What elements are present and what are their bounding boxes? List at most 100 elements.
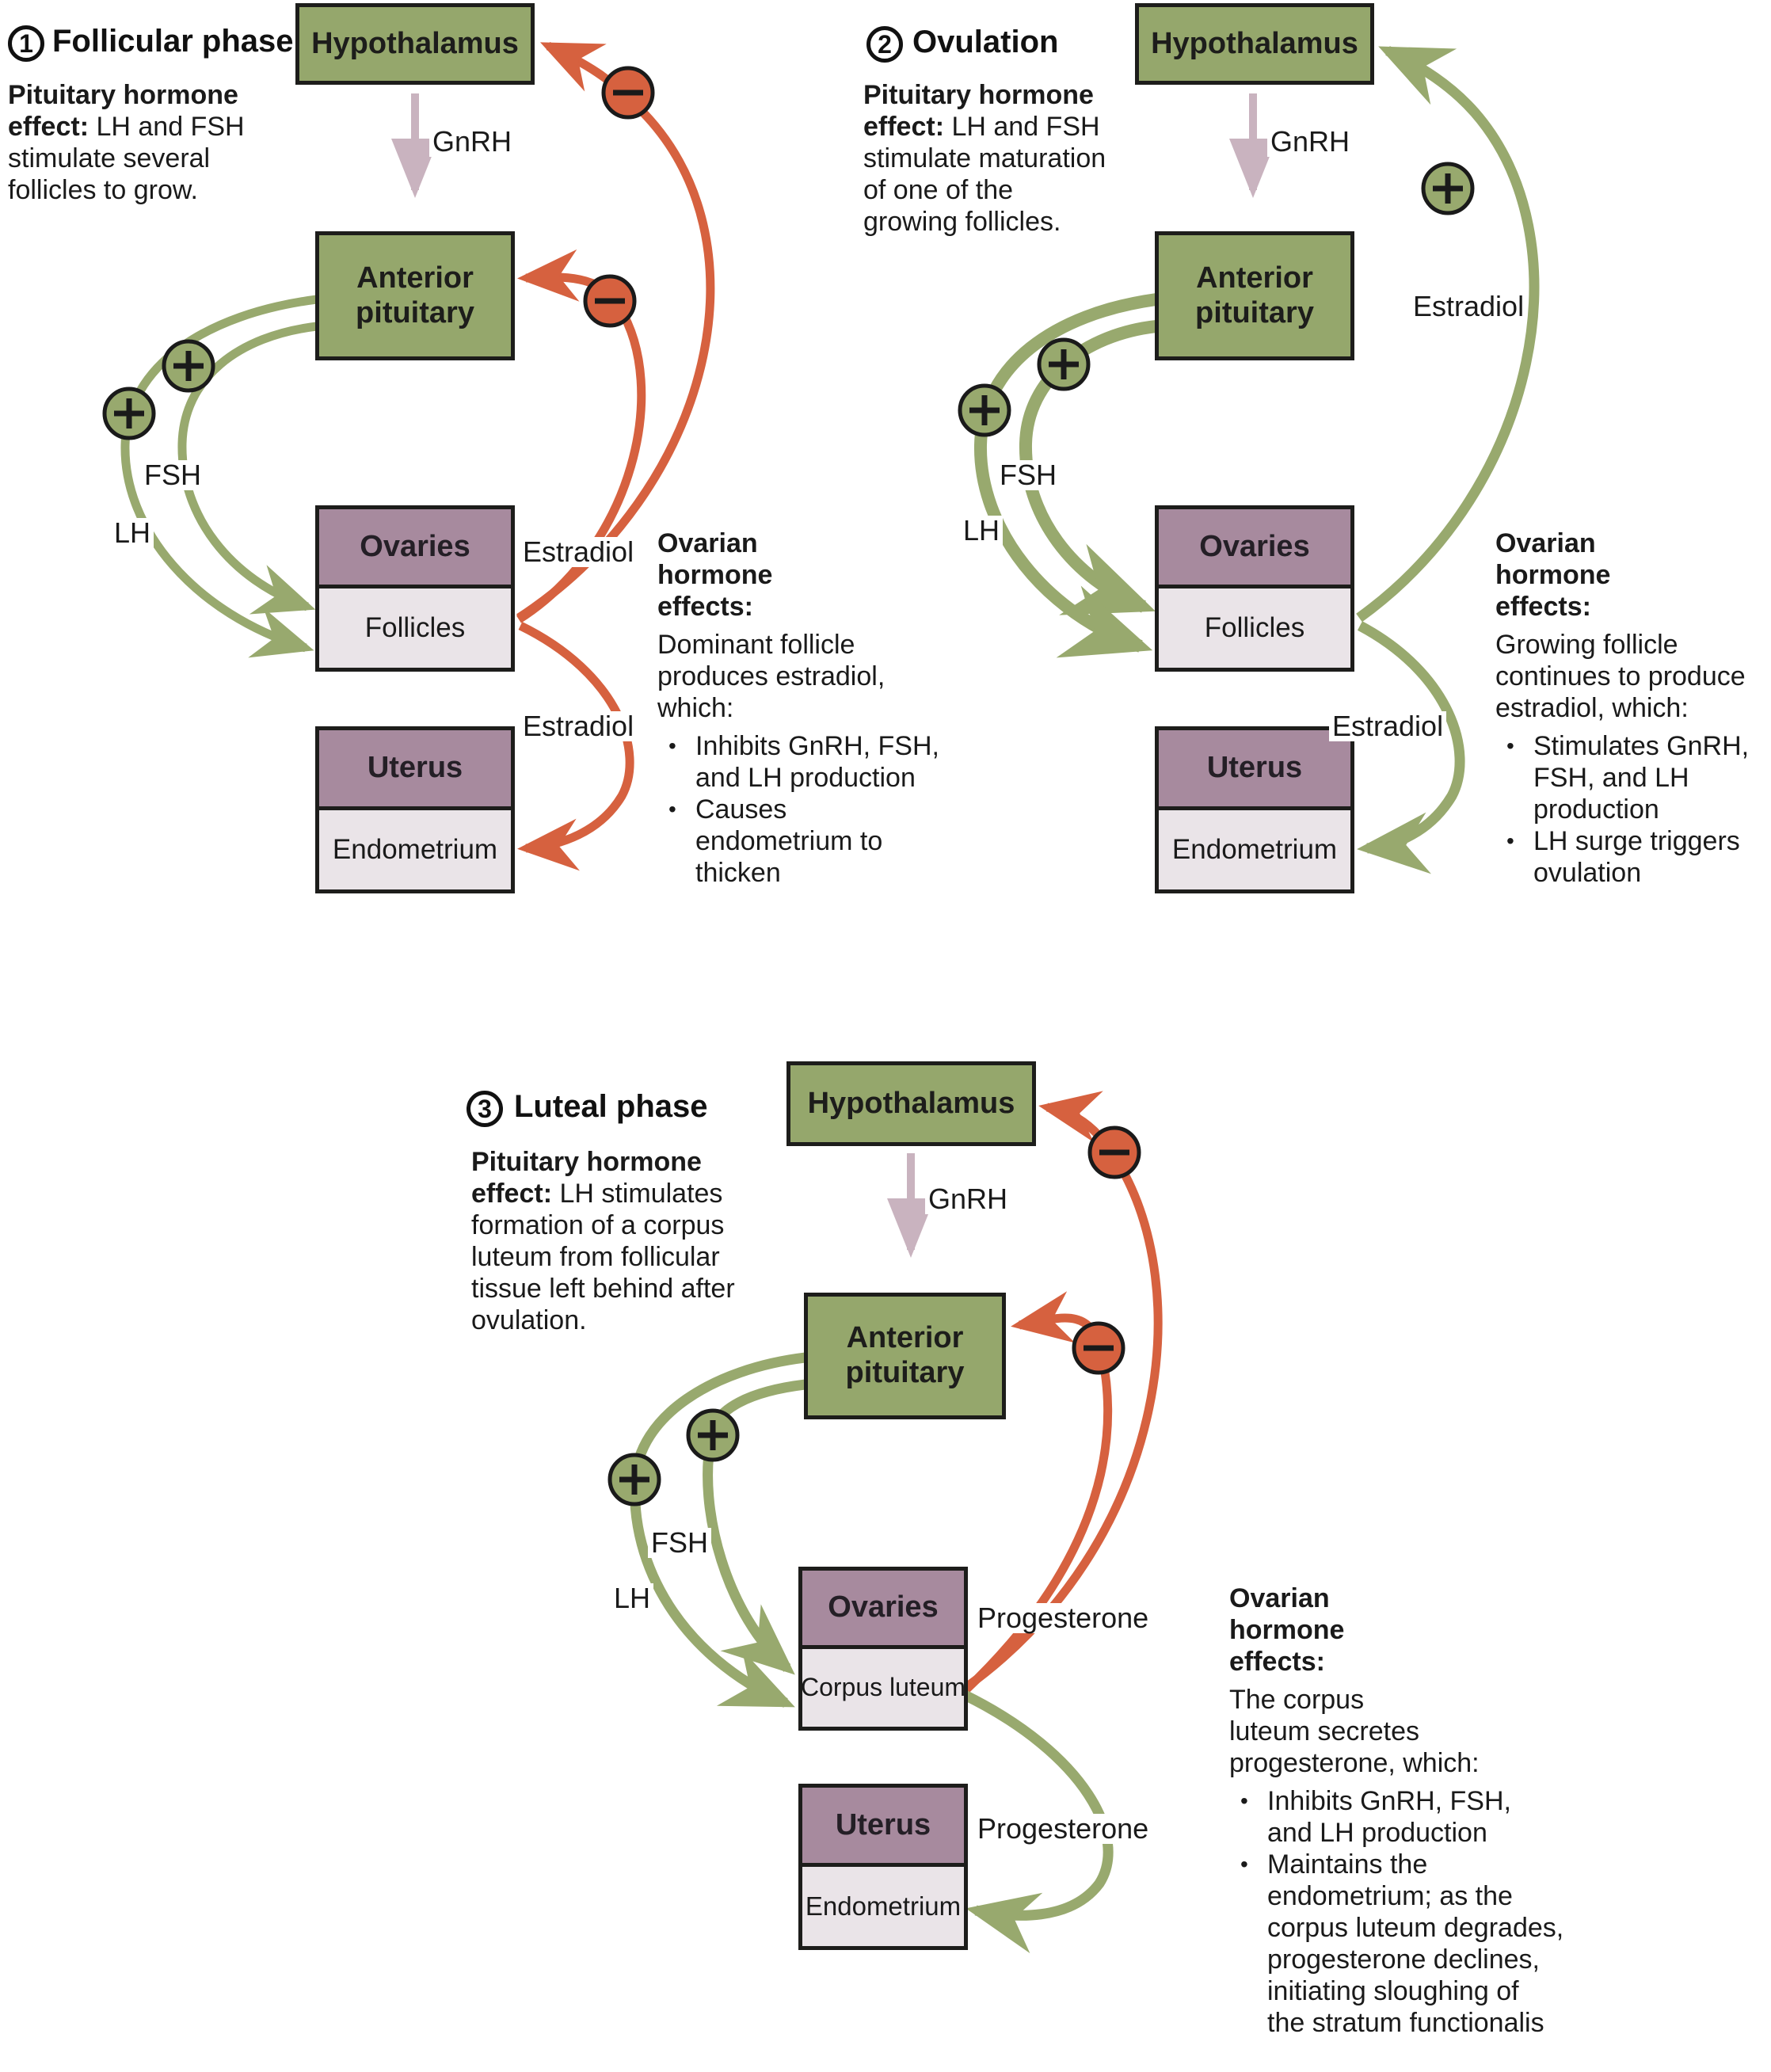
bullet-icon: • <box>1506 733 1514 758</box>
plus-icon <box>1037 337 1091 391</box>
ovaries-box-p3: Ovaries <box>802 1571 964 1649</box>
anterior-pituitary-box-p3: Anterior pituitary <box>804 1293 1006 1419</box>
hypothalamus-box-p2: Hypothalamus <box>1135 3 1374 85</box>
bullet-icon: • <box>668 733 676 758</box>
phase-2-effect-lead: Pituitary hormone effect: <box>863 80 1094 142</box>
phase-1-effect-lead: Pituitary hormone effect: <box>8 80 238 142</box>
gnrh-label-p2: GnRH <box>1267 127 1354 157</box>
phase-3-title: Luteal phase <box>514 1089 708 1124</box>
phase-3-number-badge: 3 <box>467 1091 503 1127</box>
ovary-organ-p1: Ovaries Follicles <box>315 505 515 672</box>
corpus-luteum-box-p3: Corpus luteum <box>800 1673 966 1702</box>
ovarian-effects-heading-p2: Ovarian hormone effects: <box>1495 528 1611 622</box>
endometrium-box-p3: Endometrium <box>805 1891 962 1921</box>
bullet-text: LH surge triggers ovulation <box>1533 826 1740 888</box>
endometrium-box-p2: Endometrium <box>1171 833 1338 865</box>
anterior-pituitary-box-p1: Anterior pituitary <box>315 231 515 360</box>
bullet-icon: • <box>668 797 676 821</box>
list-item: • Stimulates GnRH, FSH, and LH production <box>1506 730 1771 825</box>
estradiol-up-label-p1: Estradiol <box>520 537 638 567</box>
list-item: • LH surge triggers ovulation <box>1506 825 1771 889</box>
uterus-box-p3: Uterus <box>802 1788 964 1867</box>
gnrh-label-p1: GnRH <box>429 127 516 157</box>
estradiol-to-endometrium-arrow-p1 <box>517 622 634 871</box>
ovary-organ-p3: Ovaries Corpus luteum <box>798 1567 968 1731</box>
plus-icon <box>1421 162 1475 215</box>
estradiol-up-label-p2: Estradiol <box>1410 291 1528 322</box>
hypothalamus-box-p1: Hypothalamus <box>295 3 535 85</box>
anterior-pituitary-box-p2: Anterior pituitary <box>1155 231 1354 360</box>
endometrium-box-p1: Endometrium <box>332 833 498 865</box>
lh-label-p2: LH <box>960 516 1004 546</box>
progesterone-down-label-p3: Progesterone <box>974 1814 1152 1844</box>
phase-3-pituitary-effect-text: Pituitary hormone effect: LH stimulates … <box>471 1146 812 1336</box>
lh-arrow-p2 <box>973 293 1158 658</box>
ovaries-box-p1: Ovaries <box>319 509 511 588</box>
hypothalamus-box-p3: Hypothalamus <box>786 1061 1036 1146</box>
ovary-organ-p2: Ovaries Follicles <box>1155 505 1354 672</box>
estradiol-down-label-p1: Estradiol <box>520 711 638 741</box>
lh-arrow-p1 <box>120 295 318 658</box>
estradiol-negative-feedback-to-pituitary-p1 <box>516 249 646 623</box>
lh-label-p1: LH <box>111 518 154 548</box>
lh-label-p3: LH <box>611 1583 654 1613</box>
bullet-text: Causes endometrium to thicken <box>695 794 883 888</box>
bullet-text: Inhibits GnRH, FSH, and LH production <box>695 731 939 793</box>
uterus-box-p1: Uterus <box>319 730 511 810</box>
progesterone-to-endometrium-arrow-p3 <box>962 1690 1114 1954</box>
bullet-icon: • <box>1506 828 1514 853</box>
phase-2-title: Ovulation <box>912 25 1059 59</box>
fsh-label-p2: FSH <box>996 460 1060 490</box>
uterus-organ-p3: Uterus Endometrium <box>798 1784 968 1950</box>
fsh-arrow-p1 <box>177 322 318 615</box>
estradiol-negative-feedback-to-hypothalamus-p1 <box>516 42 715 622</box>
phase-2-effect-body: LH and FSH stimulate maturation of one o… <box>863 112 1106 237</box>
estradiol-down-label-p2: Estradiol <box>1329 711 1447 741</box>
list-item: • Maintains the endometrium; as the corpu… <box>1240 1849 1594 2039</box>
ovarian-effects-bullets-p2: • Stimulates GnRH, FSH, and LH production… <box>1495 730 1771 889</box>
ovarian-effects-bullets-p3: • Inhibits GnRH, FSH, and LH production •… <box>1229 1785 1594 2039</box>
uterus-box-p2: Uterus <box>1159 730 1350 810</box>
ovarian-effects-body-p3: The corpus luteum secretes progesterone,… <box>1229 1685 1480 1778</box>
fsh-label-p3: FSH <box>648 1528 711 1558</box>
minus-icon <box>583 274 637 328</box>
phase-1-title: Follicular phase <box>52 24 294 59</box>
phase-1-effect-body: LH and FSH stimulate several follicles t… <box>8 112 245 205</box>
phase-1-number-badge: 1 <box>8 25 44 62</box>
uterus-organ-p1: Uterus Endometrium <box>315 726 515 893</box>
ovaries-box-p2: Ovaries <box>1159 509 1350 588</box>
list-item: • Inhibits GnRH, FSH, and LH production <box>668 730 990 794</box>
gnrh-label-p3: GnRH <box>925 1184 1011 1214</box>
bullet-text: Stimulates GnRH, FSH, and LH production <box>1533 731 1750 825</box>
phase-2-pituitary-effect-text: Pituitary hormone effect: LH and FSH sti… <box>863 79 1156 238</box>
progesterone-negative-feedback-to-hypothalamus-p3 <box>963 1091 1163 1691</box>
ovarian-effects-body-p1: Dominant follicle produces estradiol, wh… <box>657 630 886 723</box>
follicles-box-p1: Follicles <box>364 612 466 643</box>
bullet-text: Maintains the endometrium; as the corpus… <box>1267 1849 1564 2038</box>
list-item: • Inhibits GnRH, FSH, and LH production <box>1240 1785 1594 1849</box>
progesterone-up-label-p3: Progesterone <box>974 1603 1152 1633</box>
bullet-icon: • <box>1240 1788 1248 1813</box>
minus-icon <box>1087 1126 1141 1179</box>
ovarian-effects-heading-p1: Ovarian hormone effects: <box>657 528 773 622</box>
uterus-organ-p2: Uterus Endometrium <box>1155 726 1354 893</box>
phase-3-effect-lead: Pituitary hormone effect: <box>471 1147 702 1209</box>
estradiol-to-endometrium-arrow-p2 <box>1357 621 1465 874</box>
bullet-text: Inhibits GnRH, FSH, and LH production <box>1267 1786 1511 1848</box>
phase-3-effect-body: LH stimulates formation of a corpus lute… <box>471 1179 735 1335</box>
list-item: • Causes endometrium to thicken <box>668 794 990 889</box>
bullet-icon: • <box>1240 1852 1248 1876</box>
phase-1-pituitary-effect-text: Pituitary hormone effect: LH and FSH sti… <box>8 79 293 206</box>
ovarian-effects-heading-p3: Ovarian hormone effects: <box>1229 1583 1345 1677</box>
plus-icon <box>686 1408 740 1462</box>
plus-icon <box>102 387 156 440</box>
minus-icon <box>1072 1321 1125 1375</box>
phase-2-number-badge: 2 <box>866 26 903 63</box>
minus-icon <box>601 66 655 120</box>
plus-icon <box>607 1453 661 1506</box>
ovarian-effects-body-p2: Growing follicle continues to produce es… <box>1495 630 1746 723</box>
plus-icon <box>958 383 1011 437</box>
fsh-arrow-p2 <box>1019 320 1157 615</box>
